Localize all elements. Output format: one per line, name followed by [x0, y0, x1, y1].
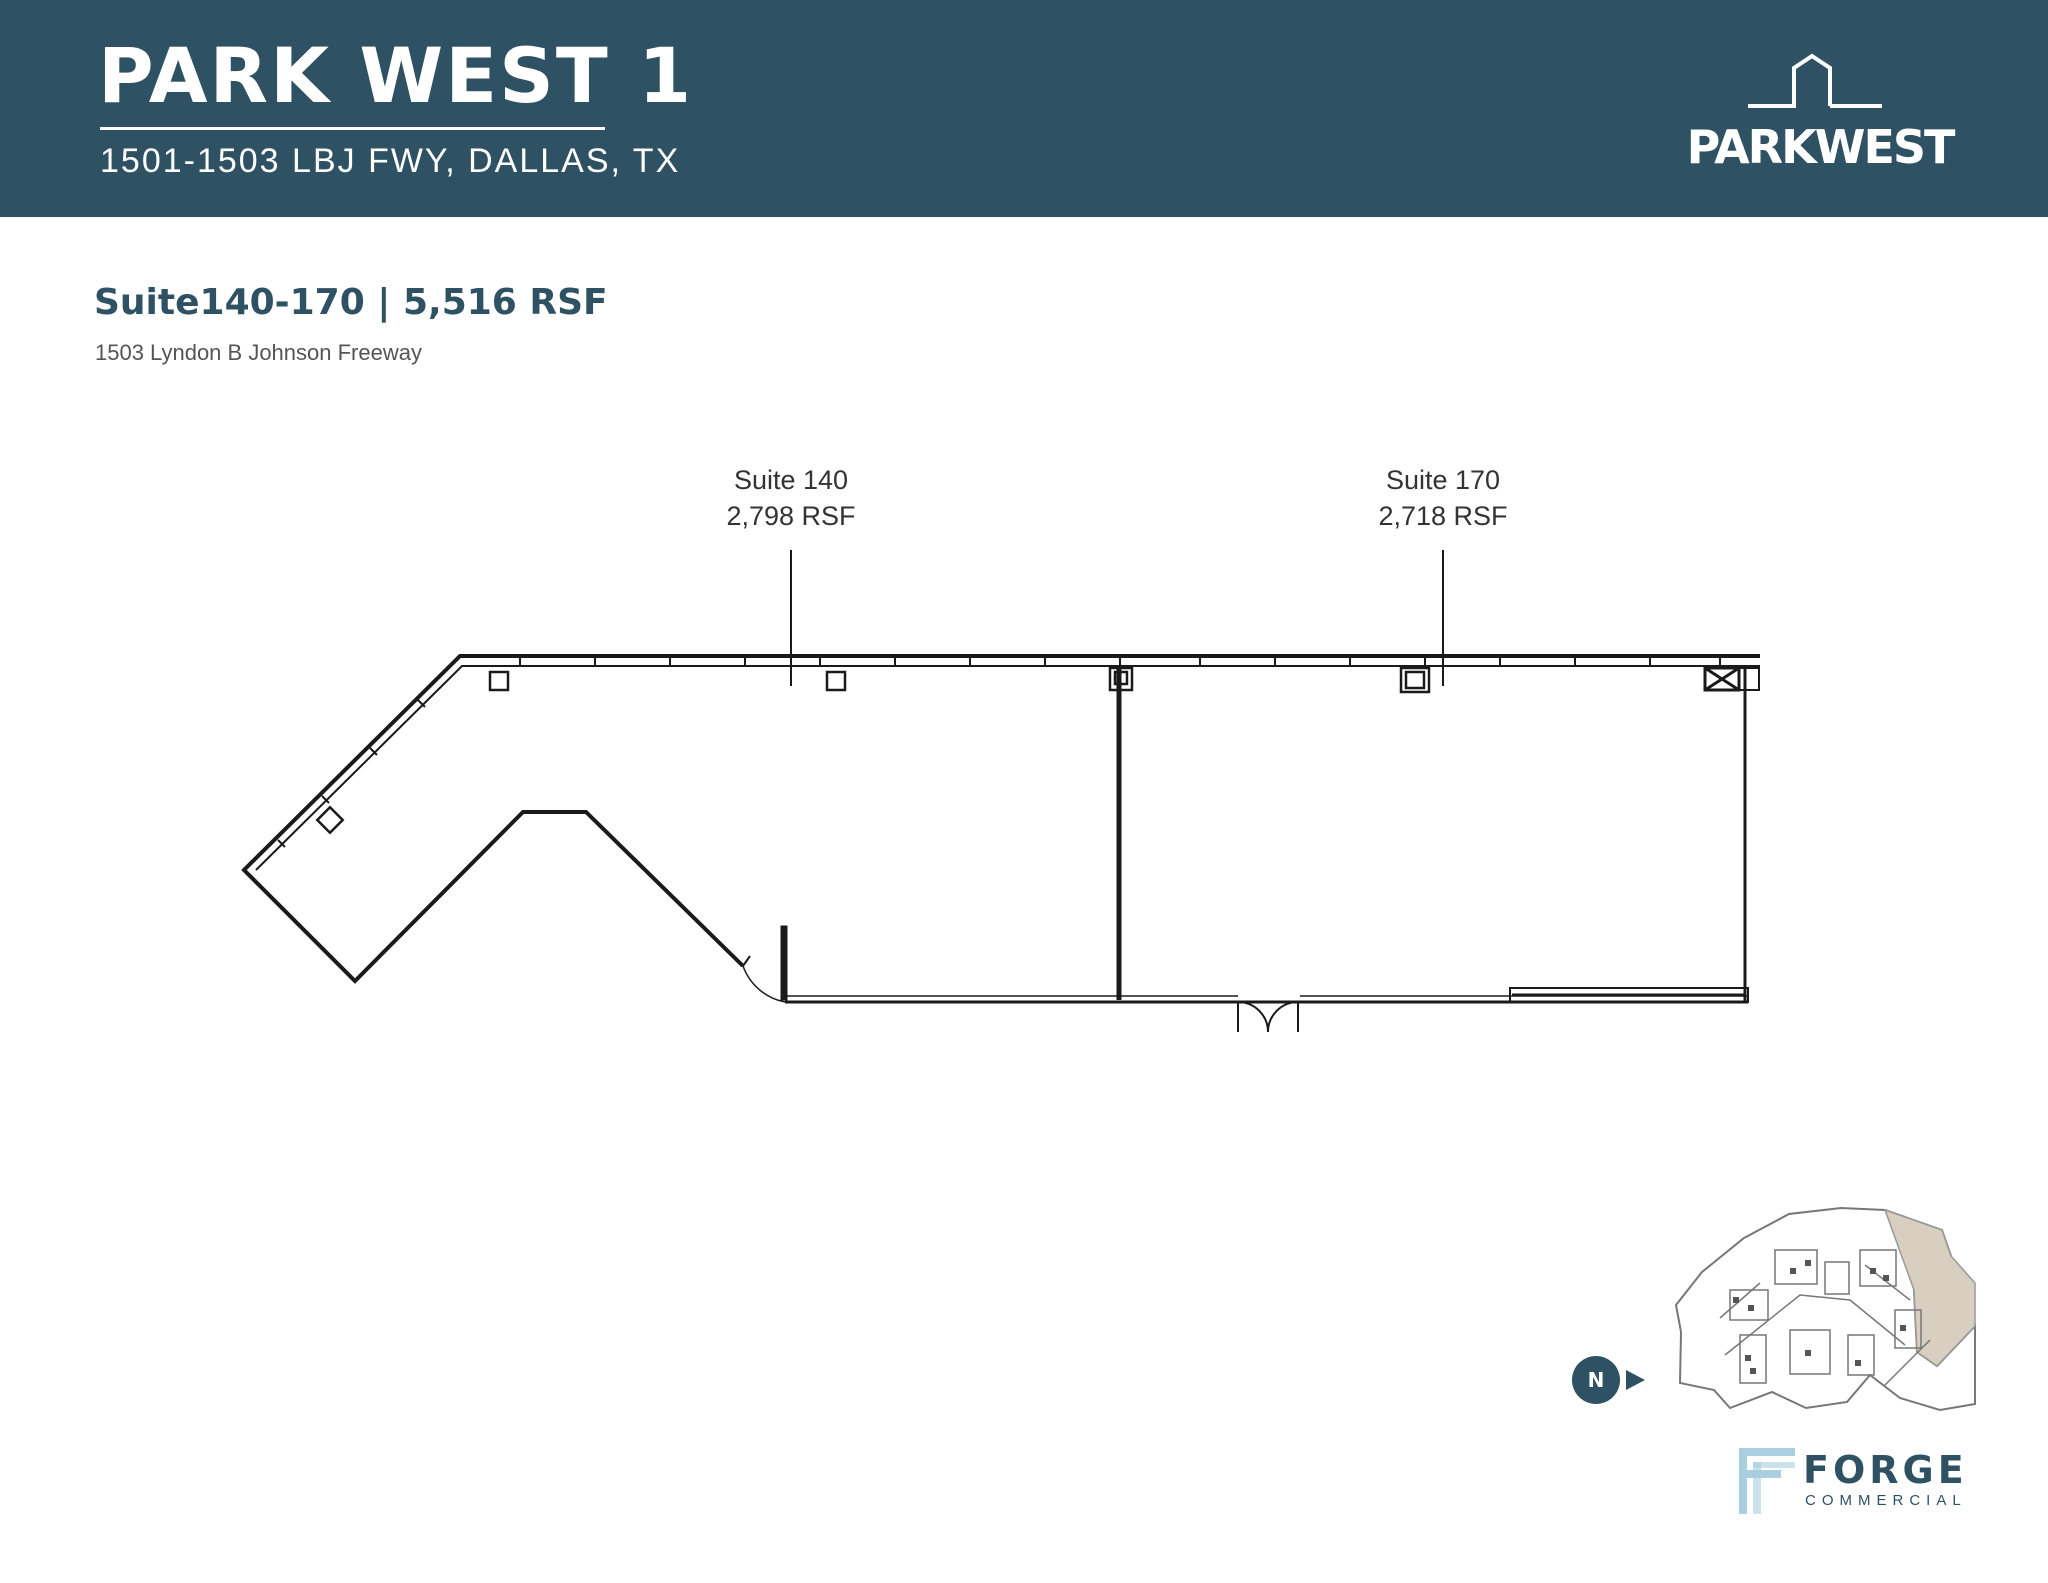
suite-entry-double-door: [1237, 1001, 1299, 1033]
key-plan-highlight: [1883, 1208, 1976, 1367]
suite-170-area: 2,718 RSF: [1378, 501, 1508, 531]
logo-wordmark: PARKWEST: [1686, 120, 1956, 174]
forge-logo-icon: [1739, 1448, 1795, 1514]
suite-140-door: [742, 925, 788, 1003]
building-address: 1501-1503 LBJ FWY, DALLAS, TX: [100, 142, 681, 180]
mechanical-shaft: [1703, 666, 1760, 692]
north-indicator: N: [1572, 1356, 1620, 1404]
forge-wordmark: FORGE: [1803, 1448, 1968, 1492]
forge-subtitle: COMMERCIAL: [1805, 1492, 1967, 1509]
suite-140-area: 2,798 RSF: [726, 501, 856, 531]
suite-140-label: Suite 140 2,798 RSF: [681, 462, 901, 534]
suite-address: 1503 Lyndon B Johnson Freeway: [95, 340, 422, 365]
suite-170-label: Suite 170 2,718 RSF: [1333, 462, 1553, 534]
key-plan: [1674, 1206, 1976, 1412]
park-west-logo: PARKWEST: [1660, 50, 1980, 180]
page-title: PARK WEST 1: [98, 31, 694, 120]
title-divider: [100, 127, 605, 130]
suite-170-name: Suite 170: [1385, 465, 1501, 495]
suite-140-name: Suite 140: [733, 465, 849, 495]
columns: [315, 666, 1431, 835]
roof-icon: [1748, 53, 1882, 108]
header-banner: PARK WEST 1 1501-1503 LBJ FWY, DALLAS, T…: [0, 0, 2048, 217]
exterior-wall: [241, 654, 1760, 1004]
north-arrow-icon: [1626, 1370, 1645, 1390]
window-mullions: [277, 656, 1721, 848]
suite-heading: Suite140-170 | 5,516 RSF: [94, 282, 608, 323]
